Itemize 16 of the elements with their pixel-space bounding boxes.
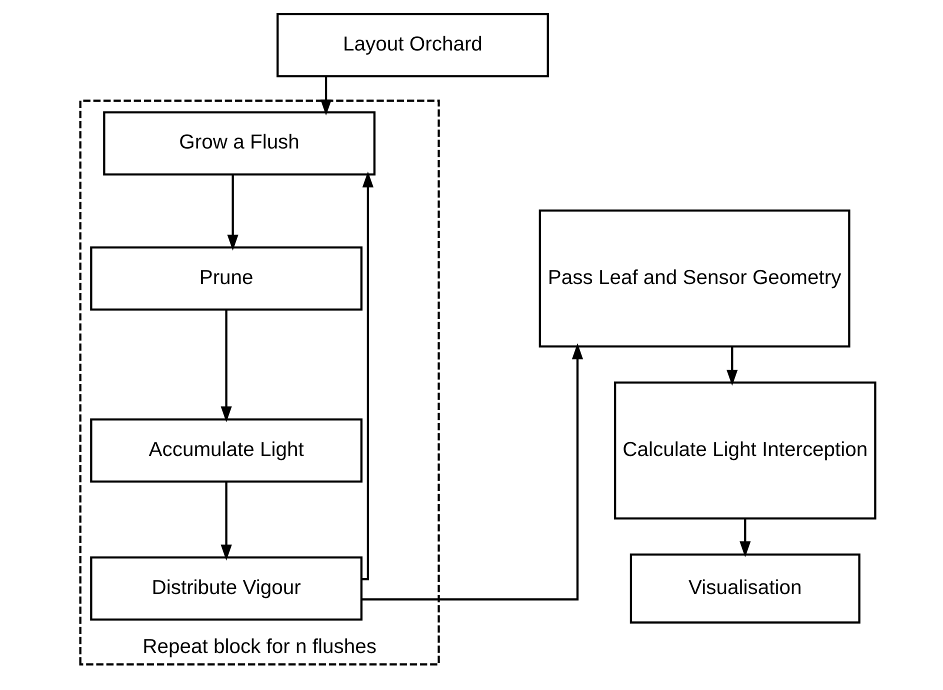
node-box: Calculate Light Interception (614, 382, 876, 520)
node-box: Distribute Vigour (90, 556, 362, 621)
node-box: Accumulate Light (90, 418, 362, 483)
arrow (360, 171, 374, 580)
arrow (361, 343, 583, 600)
arrow (739, 518, 750, 558)
arrow (726, 346, 738, 386)
arrow (220, 482, 232, 561)
arrow (220, 310, 232, 422)
node-box: Grow a Flush (102, 111, 376, 176)
node-box: Pass Leaf and Sensor Geometry (538, 210, 850, 348)
arrow (320, 76, 332, 116)
node-box: Layout Orchard (276, 12, 548, 78)
node-box: Prune (90, 246, 362, 311)
node-box: Visualisation (629, 553, 860, 624)
arrow (226, 174, 238, 251)
